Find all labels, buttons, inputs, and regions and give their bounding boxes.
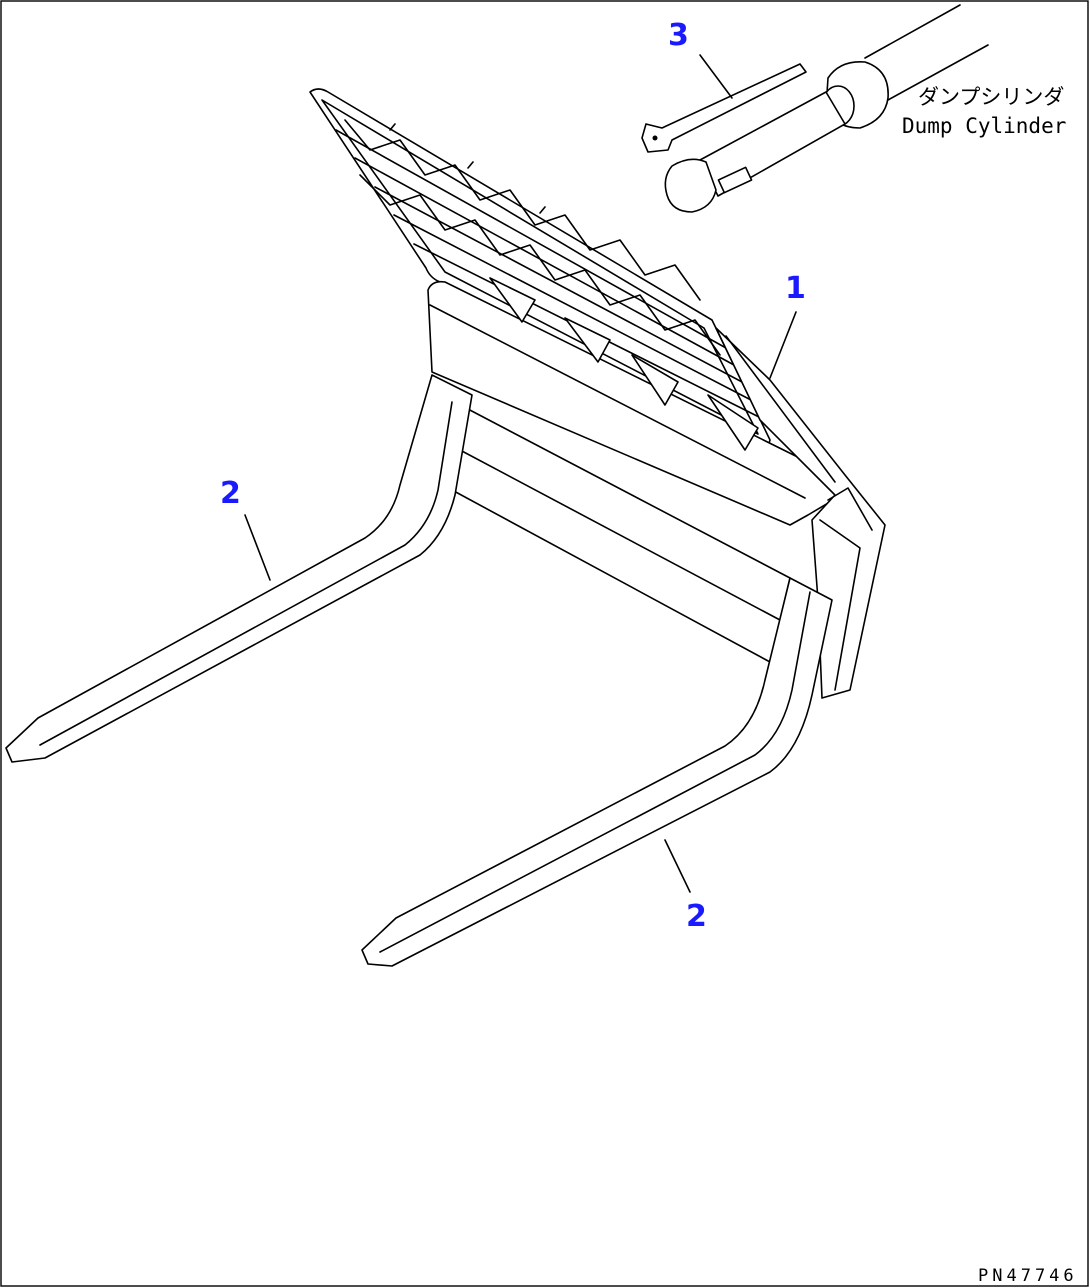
grille-slat	[354, 157, 735, 366]
back-plate-edge	[429, 304, 806, 499]
leader-1	[769, 311, 797, 379]
grille-slat	[374, 186, 743, 383]
right-fork-body	[361, 577, 833, 967]
label-japanese: ダンプシリンダ	[918, 85, 1064, 109]
grille-zigzag-rib	[344, 119, 701, 301]
leader-2-left	[244, 514, 271, 581]
cylinder-barrel-top-edge	[864, 4, 961, 59]
part-3-bar	[641, 63, 807, 153]
side-plate-inner-edge	[819, 519, 861, 691]
callout-1: 1	[785, 271, 806, 306]
left-fork	[5, 374, 473, 763]
side-plate-edge	[725, 335, 836, 483]
side-plate-bend	[827, 487, 873, 531]
drawing-number: PN47746	[978, 1266, 1078, 1286]
callout-2-left: 2	[220, 476, 241, 511]
right-fork	[361, 577, 833, 967]
grille-tooth	[631, 354, 679, 406]
cylinder-rod	[699, 91, 846, 197]
grille-zigzag-rib	[359, 174, 721, 356]
side-plate-body	[715, 327, 886, 699]
dump-cylinder	[664, 4, 989, 213]
grille-bolt-marks	[389, 123, 546, 214]
leader-3	[699, 54, 733, 99]
rod-end-eye	[664, 158, 717, 213]
left-fork-inner-edge	[39, 401, 453, 746]
grille-tooth	[489, 277, 536, 323]
bar-hole	[652, 135, 658, 141]
guard-grille	[309, 88, 771, 448]
part-1-side-plate	[715, 327, 886, 699]
rod-end-clip	[717, 166, 753, 194]
label-dump-cylinder: Dump Cylinder	[902, 114, 1066, 138]
right-fork-inner-edge	[379, 591, 811, 953]
cylinder-barrel-bottom-edge	[887, 44, 989, 101]
callout-3: 3	[668, 18, 689, 53]
grille-slat	[393, 214, 752, 401]
grille-inner-frame	[321, 99, 759, 435]
left-fork-body	[5, 374, 473, 763]
back-plate	[427, 277, 851, 526]
back-plate-face	[427, 280, 851, 526]
cross-beam-edge	[459, 449, 781, 621]
grille-tooth	[564, 317, 611, 363]
leader-2-right	[664, 839, 691, 893]
grille-tooth	[707, 394, 759, 451]
callout-2-right: 2	[686, 899, 707, 934]
bar-body	[641, 63, 807, 153]
grille-slat	[335, 129, 727, 349]
